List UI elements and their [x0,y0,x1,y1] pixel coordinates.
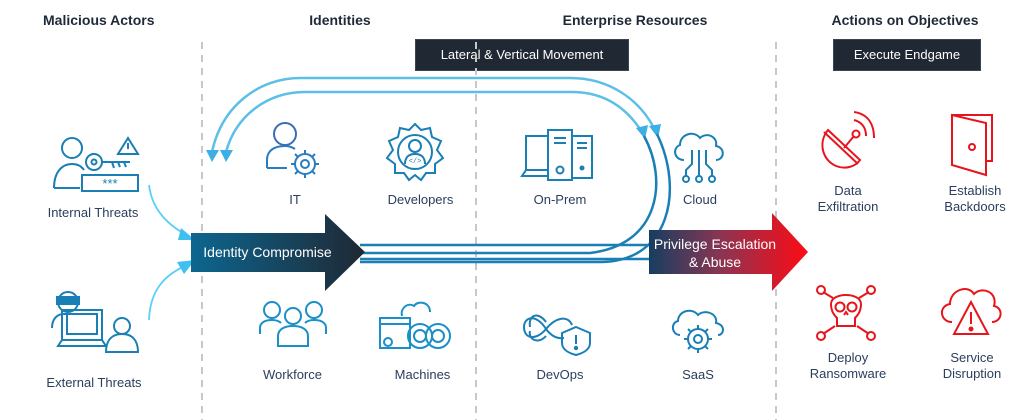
resource-label-saas: SaaS [682,367,714,382]
servers-laptop-icon [520,128,596,184]
resource-label-on-prem: On-Prem [533,192,587,207]
objective-label-deploy-ransomware: Deploy Ransomware [806,350,890,382]
open-door-icon [948,113,994,177]
objective-label-line-1: Deploy [827,350,869,365]
column-title-identities: Identities [309,12,371,28]
identity-compromise-arrow [191,214,365,291]
infinity-shield-icon [522,305,594,357]
arc-arrowhead-left-1 [206,150,219,162]
cloud-gear-icon [668,305,728,357]
skull-crossbones-icon [815,282,877,342]
cloud-warning-icon [938,284,1004,340]
loop-arc-outer [360,135,658,255]
privilege-escalation-line-2: & Abuse [688,254,742,270]
external-threat-arrow [148,265,186,321]
objective-label-line-1: Service [950,350,994,365]
column-title-malicious-actors: Malicious Actors [43,12,155,28]
svg-text:***: *** [102,176,117,191]
objective-label-line-2: Ransomware [809,366,887,381]
objective-label-line-2: Disruption [942,366,1002,381]
objective-label-line-1: Establish [948,183,1002,198]
loop-arc-inner [360,133,672,264]
objective-label-establish-backdoors: Establish Backdoors [935,183,1015,215]
actor-label-internal-threats: Internal Threats [47,205,139,220]
objective-label-data-exfiltration: Data Exfiltration [808,183,888,215]
objective-label-service-disruption: Service Disruption [930,350,1014,382]
lateral-arc-outer [210,76,657,153]
privilege-escalation-arrow [649,213,808,291]
actor-label-external-threats: External Threats [46,375,142,390]
user-key-password-warning-icon: *** [52,132,142,192]
execute-endgame-tag: Execute Endgame [833,39,981,71]
objective-label-line-1: Data [834,183,862,198]
column-title-enterprise-resources: Enterprise Resources [562,12,708,28]
resource-label-cloud: Cloud [683,192,717,207]
identity-compromise-label: Identity Compromise [203,244,332,260]
svg-text:</>: </> [409,158,422,166]
satellite-dish-icon [816,111,876,174]
identity-label-it: IT [289,192,301,207]
resource-label-devops: DevOps [536,367,584,382]
lateral-vertical-movement-tag: Lateral & Vertical Movement [415,39,629,71]
privilege-escalation-label: Privilege Escalation & Abuse [650,235,780,271]
cloud-machines-icon [378,298,452,352]
identity-label-developers: Developers [387,192,454,207]
lateral-arc-inner [224,90,644,153]
column-title-actions-on-objectives: Actions on Objectives [831,12,979,28]
arc-arrowhead-left-2 [220,150,233,162]
identity-label-workforce: Workforce [263,367,322,382]
cloud-circuit-icon [670,128,728,184]
privilege-escalation-line-1: Privilege Escalation [653,236,777,252]
internal-threat-arrow [148,184,189,237]
objective-label-line-2: Backdoors [944,199,1006,214]
hacker-laptop-user-icon [50,288,140,354]
objective-label-line-2: Exfiltration [817,199,879,214]
identity-label-machines: Machines [394,367,451,382]
user-gear-icon [265,120,325,182]
group-users-icon [258,300,328,348]
gear-developer-icon: </> [385,122,445,182]
